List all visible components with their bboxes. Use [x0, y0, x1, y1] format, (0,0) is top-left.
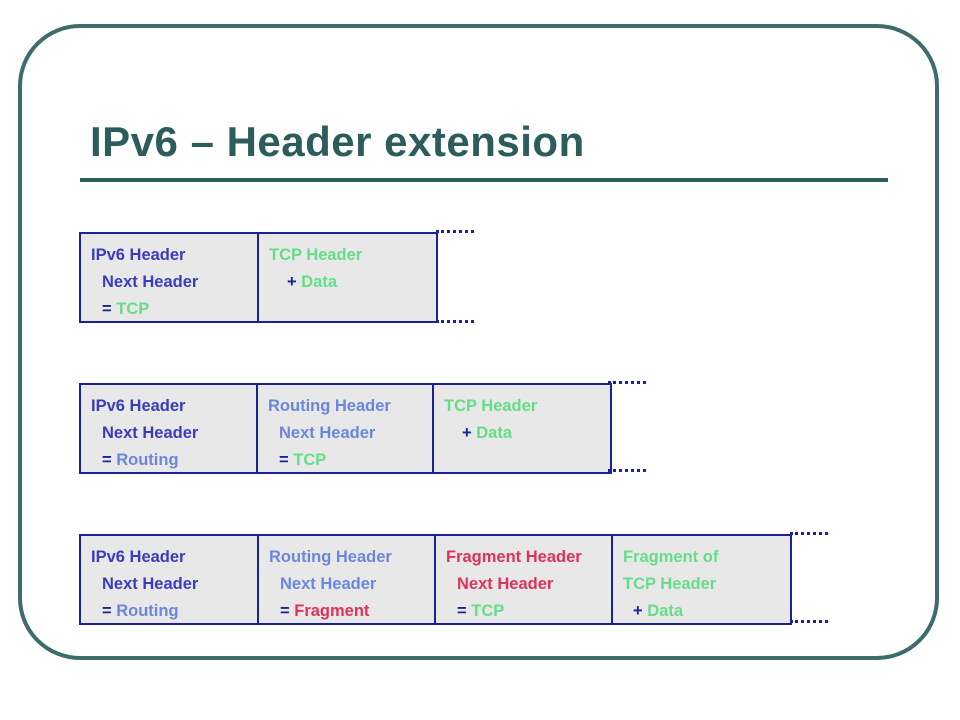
title-underline [80, 178, 888, 182]
next-header-value: TCP [116, 300, 150, 318]
cell-next-header-label: Next Header [279, 424, 376, 442]
routing-header-cell: Routing Header Next Header = TCP [258, 385, 434, 472]
plus-sign: + [287, 273, 297, 291]
plus-sign: + [462, 424, 472, 442]
cell-subtitle: TCP Header [623, 575, 717, 593]
cell-title: Fragment of [623, 548, 719, 566]
ipv6-header-cell: IPv6 Header Next Header = TCP [81, 234, 259, 321]
cell-next-header-label: Next Header [102, 424, 199, 442]
next-header-value: TCP [471, 602, 505, 620]
next-header-value: Routing [116, 451, 179, 469]
cell-title: IPv6 Header [91, 397, 186, 415]
next-header-value: TCP [293, 451, 327, 469]
continuation-dots-bottom [608, 469, 646, 472]
continuation-dots-top [608, 381, 646, 384]
data-label: Data [647, 602, 683, 620]
tcp-header-cell: TCP Header + Data [259, 234, 436, 321]
next-header-value: Routing [116, 602, 179, 620]
equals-sign: = [102, 300, 112, 318]
cell-title: Routing Header [268, 397, 391, 415]
equals-sign: = [280, 602, 290, 620]
plus-sign: + [633, 602, 643, 620]
cell-title: IPv6 Header [91, 548, 186, 566]
continuation-dots-top [436, 230, 474, 233]
cell-title: TCP Header [444, 397, 538, 415]
cell-title: IPv6 Header [91, 246, 186, 264]
equals-sign: = [457, 602, 467, 620]
cell-next-header-label: Next Header [457, 575, 554, 593]
cell-title: Fragment Header [446, 548, 582, 566]
fragment-of-tcp-cell: Fragment of TCP Header + Data [613, 536, 790, 623]
cell-title: Routing Header [269, 548, 392, 566]
continuation-dots-bottom [436, 320, 474, 323]
continuation-dots-top [790, 532, 828, 535]
equals-sign: = [102, 602, 112, 620]
data-label: Data [301, 273, 337, 291]
cell-title: TCP Header [269, 246, 363, 264]
data-label: Data [476, 424, 512, 442]
equals-sign: = [279, 451, 289, 469]
ipv6-header-cell: IPv6 Header Next Header = Routing [81, 536, 259, 623]
slide-title: IPv6 – Header extension [90, 118, 585, 165]
cell-next-header-label: Next Header [102, 273, 199, 291]
ipv6-header-cell: IPv6 Header Next Header = Routing [81, 385, 258, 472]
packet-ipv6-tcp: IPv6 Header Next Header = TCP TCP Header… [79, 232, 438, 323]
packet-ipv6-routing-tcp: IPv6 Header Next Header = Routing Routin… [79, 383, 612, 474]
cell-next-header-label: Next Header [102, 575, 199, 593]
equals-sign: = [102, 451, 112, 469]
fragment-header-cell: Fragment Header Next Header = TCP [436, 536, 613, 623]
cell-next-header-label: Next Header [280, 575, 377, 593]
tcp-header-cell: TCP Header + Data [434, 385, 610, 472]
next-header-value: Fragment [294, 602, 370, 620]
packet-ipv6-routing-fragment-tcp: IPv6 Header Next Header = Routing Routin… [79, 534, 792, 625]
routing-header-cell: Routing Header Next Header = Fragment [259, 536, 436, 623]
slide-frame [18, 24, 939, 660]
continuation-dots-bottom [790, 620, 828, 623]
